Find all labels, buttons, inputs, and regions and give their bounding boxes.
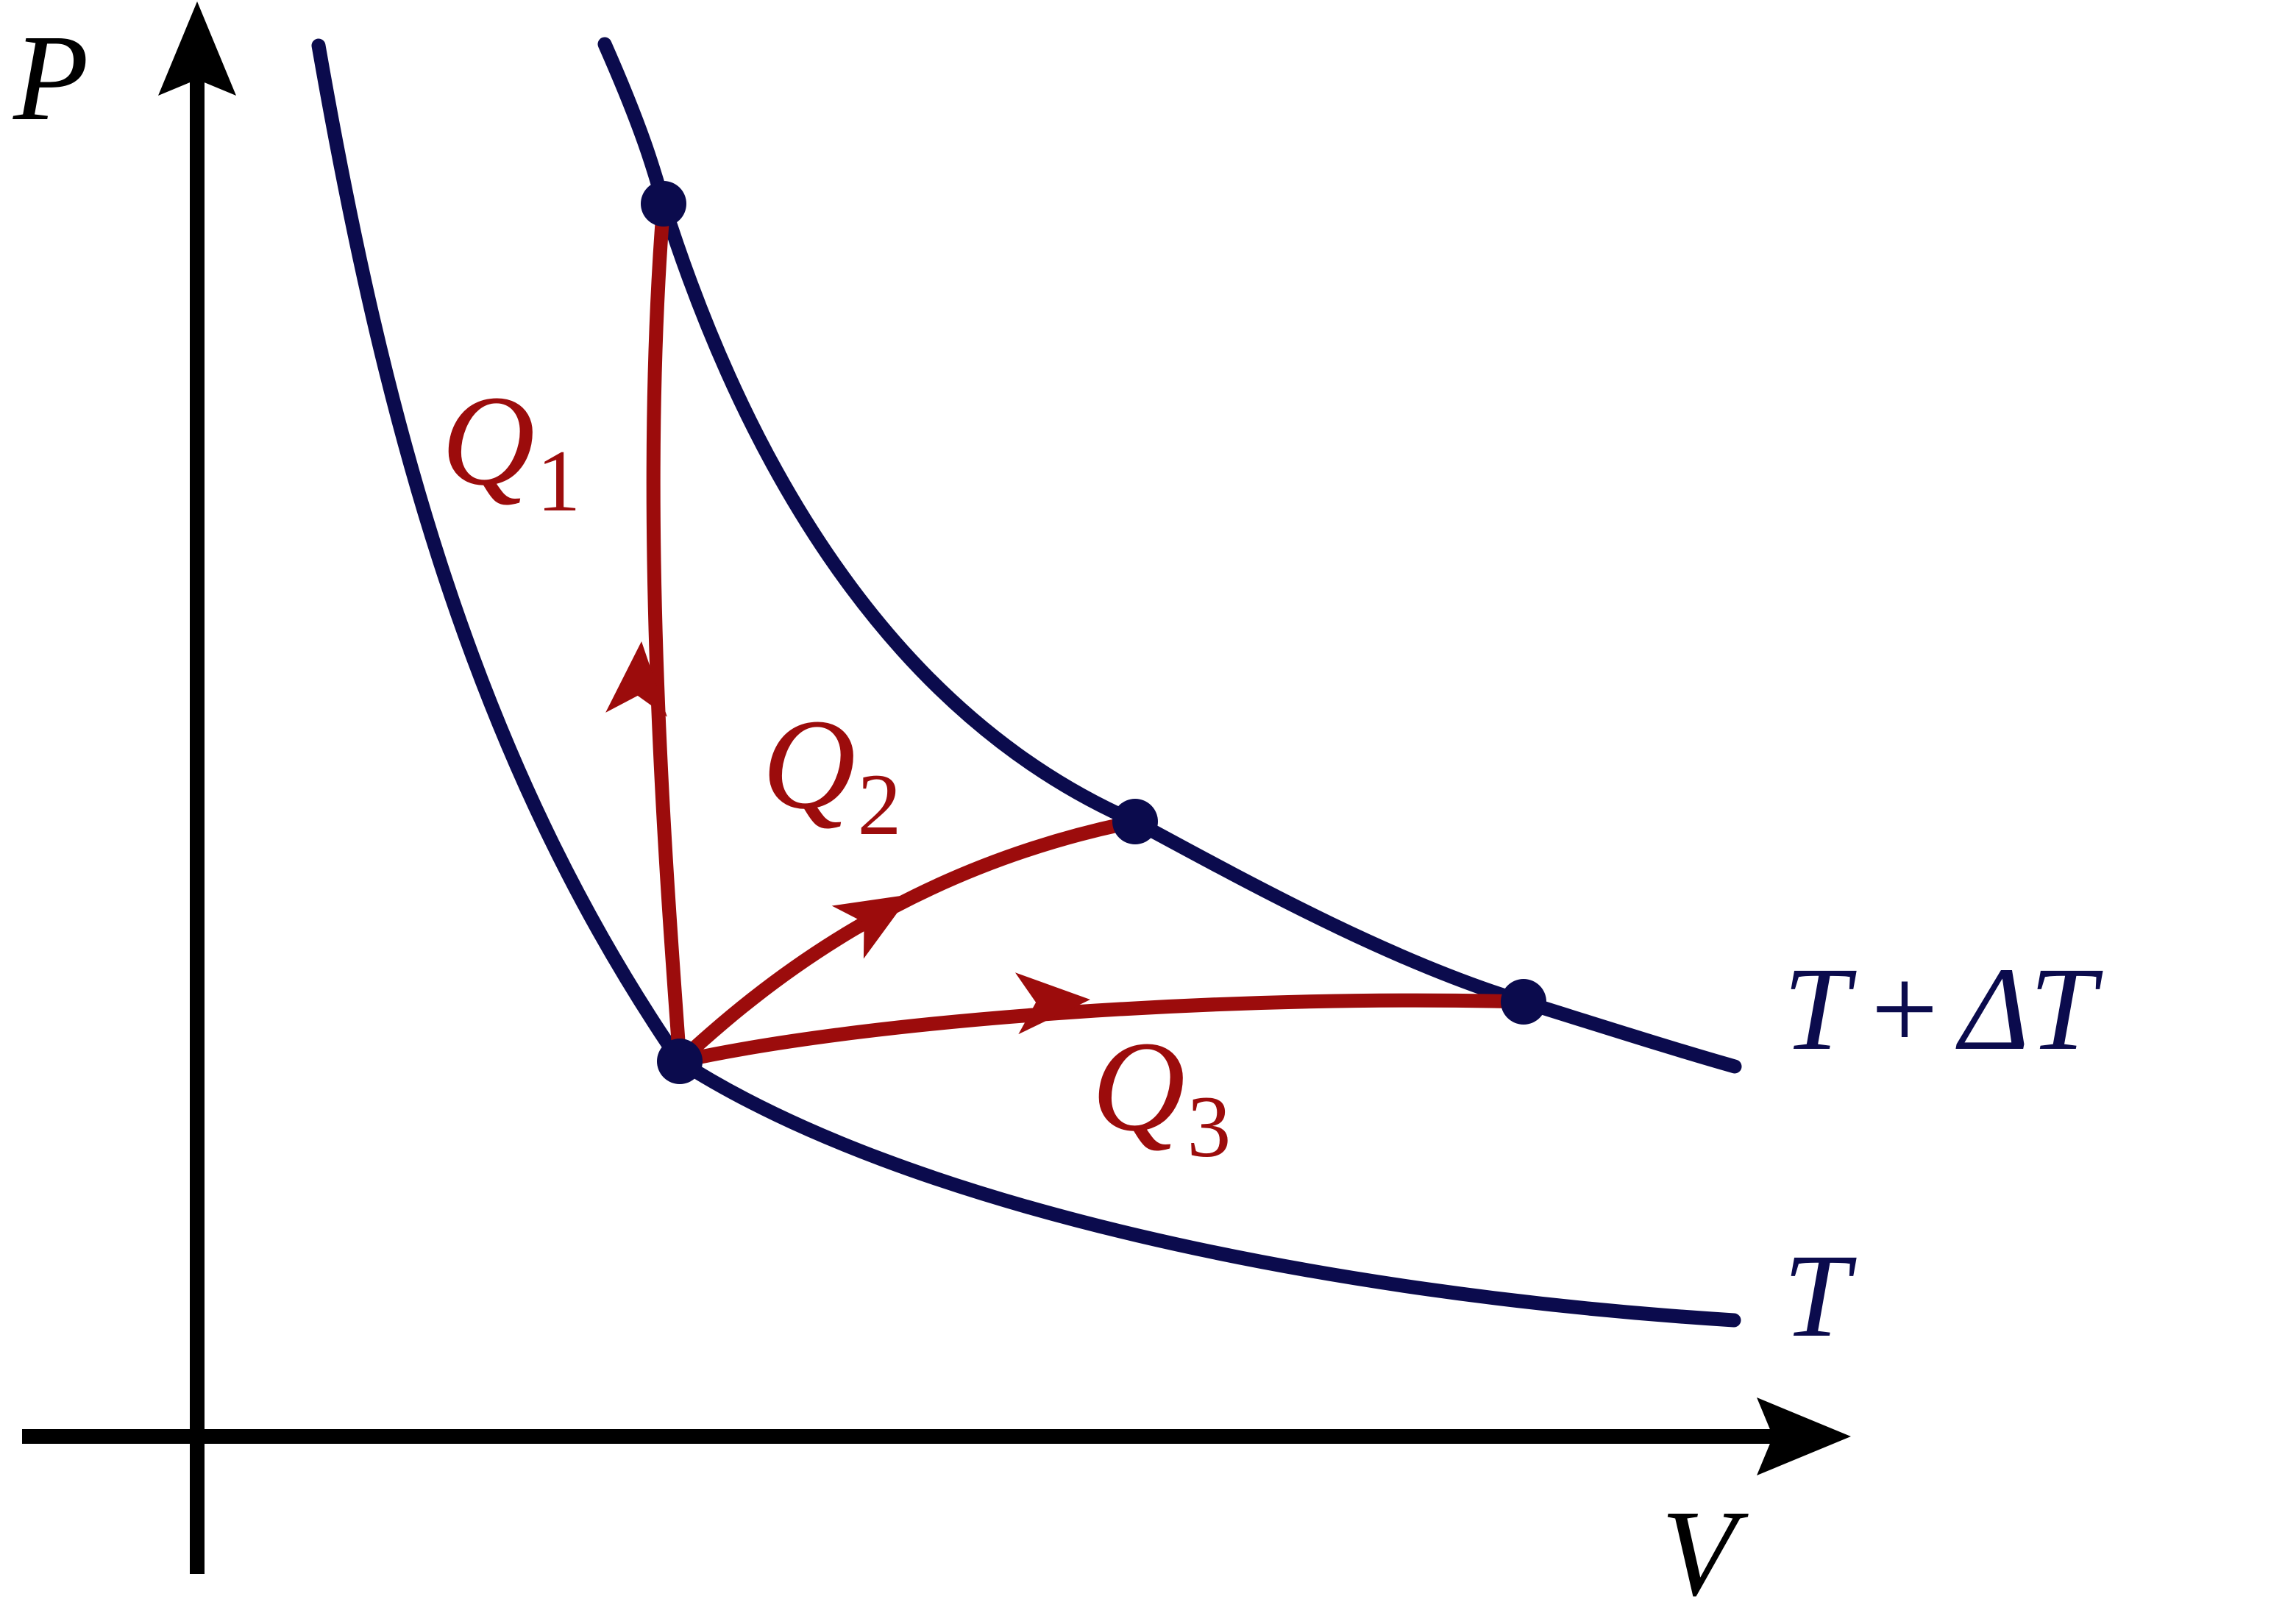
state-point-right[interactable] [1501, 979, 1546, 1025]
isotherm-group [311, 37, 1742, 1328]
process-q3-arrowhead [1014, 972, 1090, 1035]
process-q3-curve [672, 993, 1531, 1069]
axes-group [22, 1, 1851, 1574]
process-q1-label-base: Q [441, 369, 536, 513]
process-q2-arrowhead [831, 894, 911, 959]
x-axis-label: V [1661, 1485, 1737, 1622]
process-arrowheads [605, 641, 1090, 1035]
process-q2-curve [672, 814, 1142, 1069]
process-q3-label-base: Q [1092, 1015, 1186, 1158]
process-q2-label-subscript: 2 [857, 755, 902, 853]
process-q1-arrowhead [605, 641, 667, 717]
upper-isotherm-label: T+ΔT [1783, 950, 2096, 1069]
process-group [646, 196, 1531, 1069]
y-axis-label: P [13, 10, 89, 146]
x-axis-arrowhead [1757, 1397, 1851, 1475]
y-axis-arrowhead [158, 1, 236, 96]
state-point-mid[interactable] [1112, 799, 1158, 844]
state-points-group [641, 181, 1546, 1084]
lower-isotherm-label: T [1783, 1231, 1850, 1362]
process-q3-label: Q3 [1092, 1022, 1231, 1171]
process-q1-label-subscript: 1 [536, 431, 581, 530]
upper-isotherm-label-delta-t: ΔT [1959, 944, 2096, 1075]
state-point-origin[interactable] [657, 1039, 703, 1084]
process-q2-label-base: Q [762, 693, 856, 836]
process-q1-label: Q1 [441, 377, 580, 525]
upper-isotherm-curve [597, 37, 1742, 1074]
process-q3-label-subscript: 3 [1187, 1077, 1231, 1175]
process-q1-curve [646, 196, 687, 1069]
upper-isotherm-label-plus: + [1871, 944, 1938, 1075]
lower-isotherm-curve [311, 38, 1741, 1328]
upper-isotherm-label-t: T [1783, 944, 1850, 1075]
process-q2-label: Q2 [762, 700, 901, 849]
state-point-top[interactable] [641, 181, 686, 227]
